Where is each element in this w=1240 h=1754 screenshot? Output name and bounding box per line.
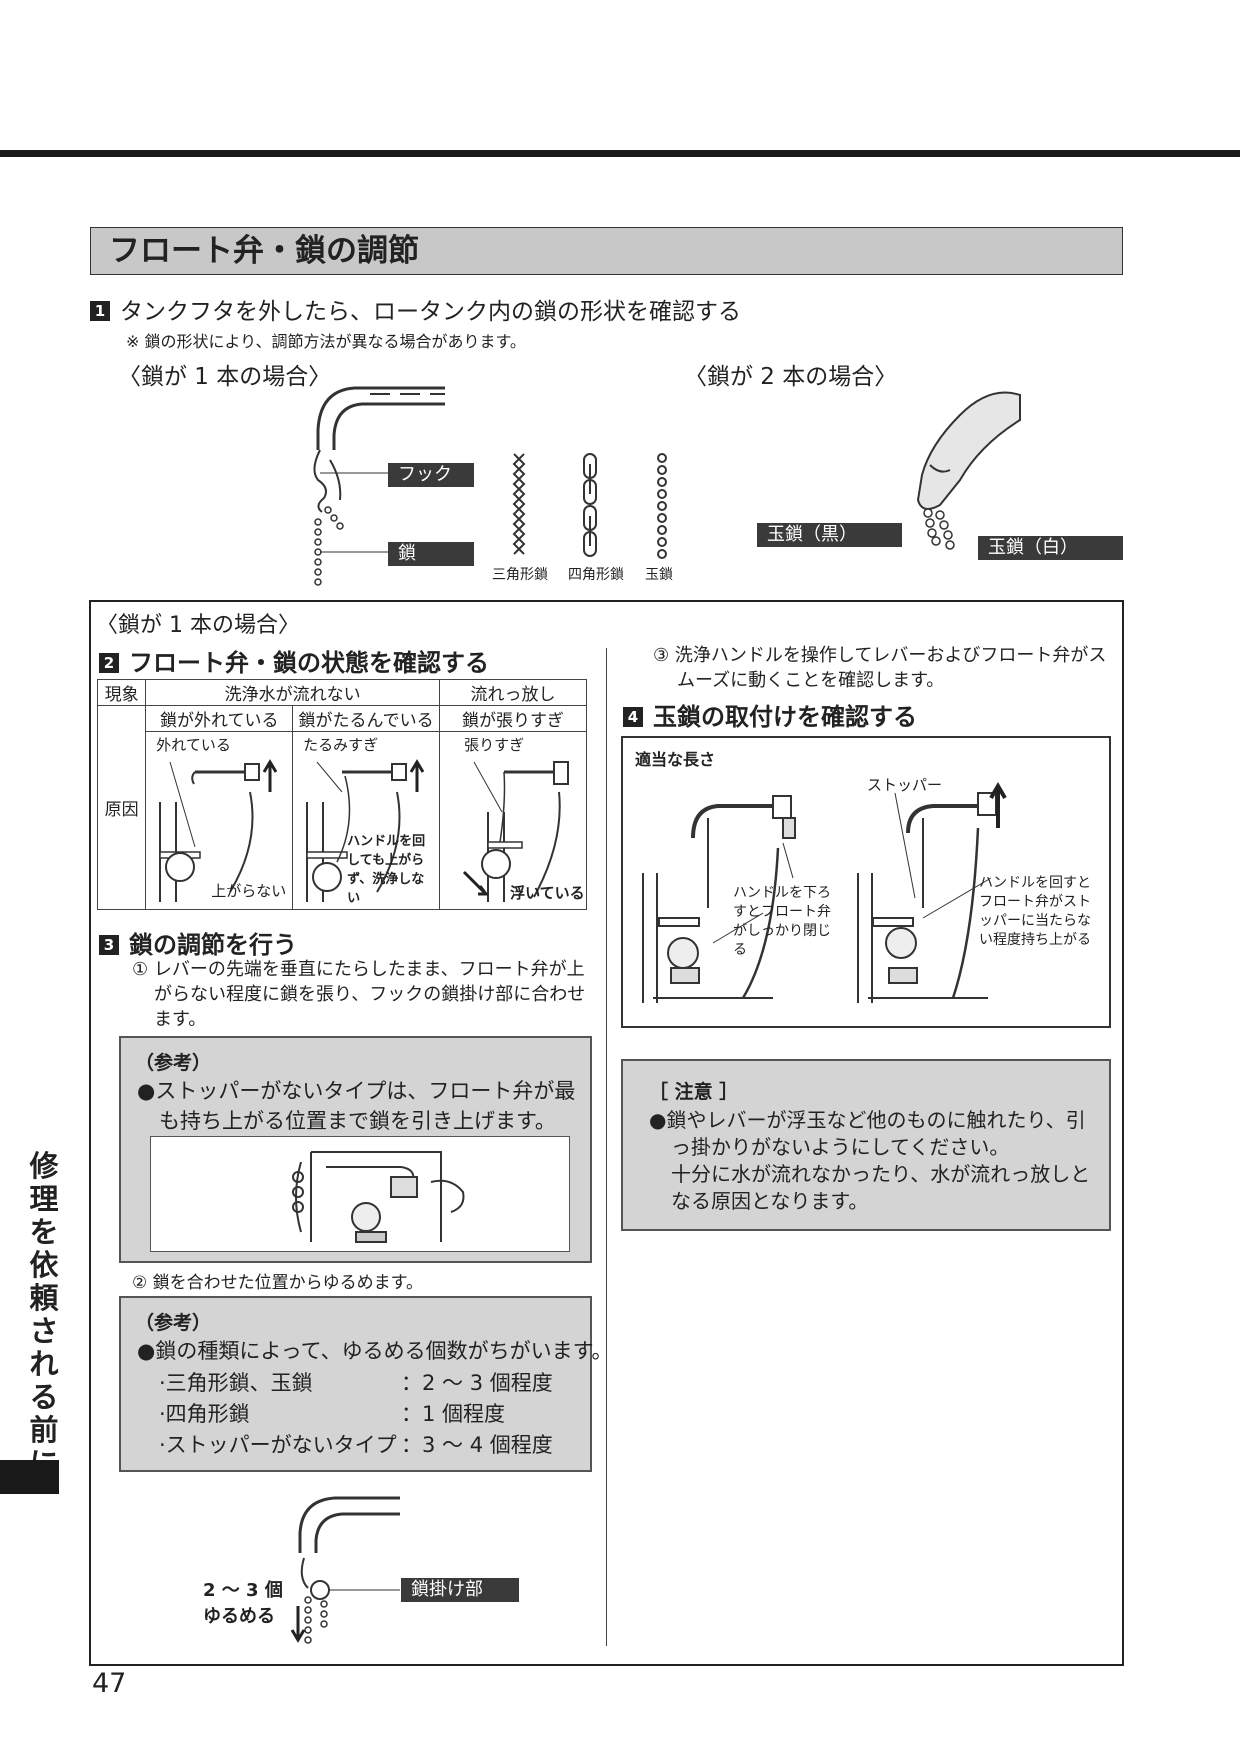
chain-type-triangle: 三角形鎖: [492, 567, 548, 583]
page-number: 47: [92, 1668, 127, 1699]
detached-illustration: [159, 759, 278, 902]
case-tight: 鎖が張りすぎ: [439, 705, 587, 732]
step1-note: ※ 鎖の形状により、調節方法が異なる場合があります。: [126, 332, 526, 351]
note-detached: 上がらない: [211, 882, 287, 900]
reference-box-1: （参考） ●ストッパーがないタイプは、フロート弁が最も持ち上がる位置まで鎖を引き…: [119, 1036, 592, 1263]
ref2-count-2: ：1 個程度: [401, 1402, 506, 1426]
step4-title: 玉鎖の取付けを確認する: [653, 703, 917, 731]
step1-heading: 1 タンクフタを外したら、ロータンク内の鎖の形状を確認する: [90, 292, 741, 326]
stopper-label: ストッパー: [867, 776, 943, 794]
proper-length-title: 適当な長さ: [635, 750, 716, 769]
lever-hook-illustration: [313, 386, 445, 586]
step-number: 3: [99, 935, 119, 955]
step3-item2: ② 鎖を合わせた位置からゆるめます。: [132, 1273, 423, 1293]
cause-table: 現象 洗浄水が流れない 流れっ放し 原因 鎖が外れている 鎖がたるんでいる 鎖が…: [96, 679, 587, 910]
phenomenon-header: 現象: [96, 679, 147, 706]
step3-item3: ③ 洗浄ハンドルを操作してレバーおよびフロート弁がスムーズに動くことを確認します…: [653, 645, 1107, 691]
side-tab-marker: [0, 1460, 59, 1494]
step2-title: フロート弁・鎖の状態を確認する: [129, 649, 489, 677]
caution-text-1: ●鎖やレバーが浮玉など他のものに触れたり、引っ掛かりがないようにしてください。: [649, 1108, 1086, 1159]
stopperless-illustration: [292, 1151, 465, 1243]
step-number: 2: [99, 653, 119, 673]
chain-type-ball: 玉鎖: [645, 567, 673, 583]
ref2-type-2: ·四角形鎖: [159, 1402, 250, 1426]
cause-header: 原因: [96, 705, 147, 910]
case-two-heading: 〈鎖が 2 本の場合〉: [684, 364, 898, 390]
section-title: フロート弁・鎖の調節: [90, 227, 1123, 275]
note-tight: 浮いている: [510, 884, 585, 902]
cause-cell-detached: 外れている 上がらない: [145, 731, 294, 910]
case-one-heading: 〈鎖が 1 本の場合〉: [118, 364, 332, 390]
step-number: 4: [623, 707, 643, 727]
chain-types-illustration: [512, 453, 667, 559]
case-detached: 鎖が外れている: [145, 705, 294, 732]
step-number: 1: [90, 301, 110, 321]
slack-illustration: [306, 759, 425, 902]
loosen-chain-illustration: [290, 1496, 400, 1644]
ball-chain-white-label: 玉鎖（白）: [978, 536, 1123, 560]
caution-text-2: 十分に水が流れなかったり、水が流れっ放しとなる原因となります。: [671, 1162, 1091, 1213]
step2-heading: 2 フロート弁・鎖の状態を確認する: [99, 643, 489, 678]
ref2-text: ●鎖の種類によって、ゆるめる個数がちがいます。: [137, 1339, 613, 1363]
right-note: ハンドルを回すとフロート弁がストッパーに当たらない程度持ち上がる: [979, 875, 1091, 948]
tag-tight: 張りすぎ: [464, 736, 525, 754]
side-tab-label: 修理を依頼される前に: [29, 1149, 59, 1480]
cause-cell-slack: たるみすぎ ハンドルを回しても上がらず、洗浄しない: [292, 731, 441, 910]
no-flow-header: 洗浄水が流れない: [145, 679, 441, 706]
ref1-image: [150, 1136, 570, 1252]
tag-slack: たるみすぎ: [303, 736, 379, 754]
proper-length-illustration: [642, 782, 1007, 1003]
caution-title: ［ 注意 ］: [649, 1081, 739, 1103]
runs-on-header: 流れっ放し: [439, 679, 587, 706]
tag-detached: 外れている: [156, 736, 231, 754]
caution-box: ［ 注意 ］ ●鎖やレバーが浮玉など他のものに触れたり、引っ掛かりがないようにし…: [621, 1059, 1111, 1231]
loosen-label: 2 ～ 3 個 ゆるめる: [203, 1580, 283, 1627]
proper-length-box: 適当な長さ ストッパー ハンドルを下ろすとフ: [621, 736, 1111, 1028]
step3-heading: 3 鎖の調節を行う: [99, 925, 297, 960]
cause-cell-tight: 張りすぎ 浮いている: [439, 731, 587, 910]
ref1-text: ●ストッパーがないタイプは、フロート弁が最も持ち上がる位置まで鎖を引き上げます。: [137, 1079, 576, 1133]
ref2-count-3: ：3 ～ 4 個程度: [401, 1433, 553, 1457]
ref2-type-3: ·ストッパーがないタイプ: [159, 1433, 397, 1457]
chain-type-square: 四角形鎖: [568, 567, 624, 583]
step1-title: タンクフタを外したら、ロータンク内の鎖の形状を確認する: [120, 299, 741, 325]
tight-illustration: [463, 761, 570, 902]
reference-box-2: （参考） ●鎖の種類によって、ゆるめる個数がちがいます。 ·三角形鎖、玉鎖 ：2…: [119, 1296, 613, 1472]
hook-label: フック: [388, 463, 474, 487]
column-divider: [606, 648, 607, 1646]
single-chain-box: [89, 600, 1124, 1666]
step3-title: 鎖の調節を行う: [129, 931, 297, 959]
box-heading: 〈鎖が 1 本の場合〉: [96, 613, 300, 638]
chain-label: 鎖: [388, 542, 474, 566]
note-slack: ハンドルを回しても上がらず、洗浄しない: [347, 834, 426, 906]
case-slack: 鎖がたるんでいる: [292, 705, 441, 732]
top-rule: [0, 150, 1240, 157]
left-note: ハンドルを下ろすとフロート弁がしっかり閉じる: [733, 885, 831, 958]
ref2-type-1: ·三角形鎖、玉鎖: [159, 1371, 313, 1395]
ball-chain-black-label: 玉鎖（黒）: [757, 523, 902, 547]
ref1-label: （参考）: [135, 1052, 212, 1074]
ref2-count-1: ：2 ～ 3 個程度: [401, 1371, 553, 1395]
ref2-label: （参考）: [135, 1312, 212, 1334]
double-chain-illustration: [916, 391, 1021, 550]
step3-item1: ① レバーの先端を垂直にたらしたまま、フロート弁が上がらない程度に鎖を張り、フッ…: [132, 959, 586, 1030]
step4-heading: 4 玉鎖の取付けを確認する: [623, 697, 917, 732]
hook-part-label: 鎖掛け部: [401, 1578, 519, 1602]
